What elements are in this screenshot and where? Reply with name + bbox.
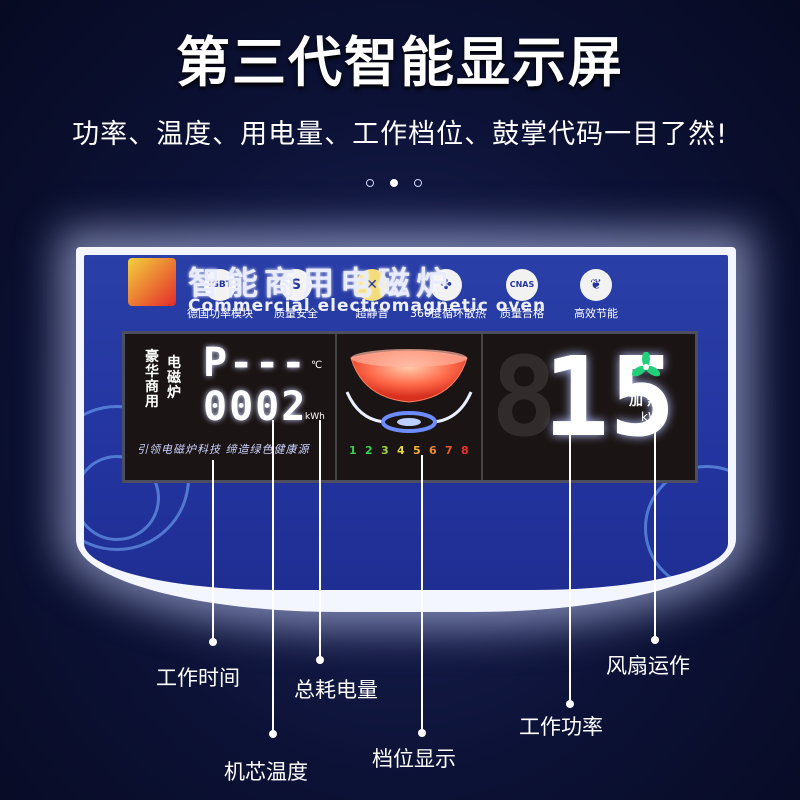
gear-level: 4	[397, 444, 405, 457]
gear-level: 6	[429, 444, 437, 457]
control-panel: IGBT 德国功率模块 S 质量安全 ✕ 超静音 ✤ 360度循环散热 CNAS…	[76, 247, 736, 612]
badge-label: 质量合格	[500, 307, 544, 320]
feature-badges: IGBT 德国功率模块 S 质量安全 ✕ 超静音 ✤ 360度循环散热 CNAS…	[184, 269, 624, 329]
decor-swirl	[644, 465, 728, 590]
inactive-digit: 8	[491, 333, 558, 461]
callout-line	[319, 420, 321, 660]
badge-quality: CNAS 质量合格	[486, 269, 558, 321]
callout-dot	[566, 700, 574, 708]
callout-work-time: 工作时间	[156, 666, 240, 690]
badge-quiet: ✕ 超静音	[336, 269, 408, 321]
temperature-readout: P---	[203, 340, 308, 386]
vertical-label: 豪华商用	[145, 349, 159, 410]
callout-line	[569, 430, 571, 704]
vertical-label: 电磁炉	[167, 355, 181, 401]
carousel-indicator[interactable]	[366, 179, 436, 189]
callout-gear-display: 档位显示	[372, 747, 456, 771]
gear-level: 2	[365, 444, 373, 457]
power-unit: kW	[641, 410, 660, 424]
temperature-unit: ℃	[311, 360, 323, 371]
gear-level: 1	[349, 444, 357, 457]
wok-burner-icon	[345, 349, 473, 433]
leaf-energy-icon: ❦	[580, 269, 612, 301]
page-subtitle: 功率、温度、用电量、工作档位、鼓掌代码一目了然!	[72, 119, 728, 150]
lcd-middle-zone: 1 2 3 4 5 6 7 8	[337, 334, 483, 480]
badge-igbt: IGBT 德国功率模块	[184, 269, 256, 321]
mute-speaker-icon: ✕	[356, 269, 388, 301]
callout-line	[212, 460, 214, 642]
gear-level: 3	[381, 444, 389, 457]
badge-label: 超静音	[355, 307, 389, 320]
brand-logo	[128, 258, 176, 306]
page-title: 第三代智能显示屏	[176, 30, 624, 94]
gear-level: 7	[445, 444, 453, 457]
gear-level: 5	[413, 444, 421, 457]
cnas-cert-icon: CNAS	[506, 269, 538, 301]
energy-unit: kWh	[305, 412, 325, 422]
power-mode-label: 加热	[629, 393, 665, 409]
callout-total-energy: 总耗电量	[294, 678, 378, 702]
badge-label: 质量安全	[274, 307, 318, 320]
gear-level: 8	[461, 444, 469, 457]
carousel-dot-active[interactable]	[390, 179, 398, 187]
callout-line	[272, 420, 274, 734]
safety-shield-icon: S	[280, 269, 312, 301]
callout-dot	[418, 729, 426, 737]
callout-fan-operation: 风扇运作	[606, 654, 690, 678]
callout-work-power: 工作功率	[519, 715, 603, 739]
lcd-left-zone: 豪华商用 电磁炉 P--- ℃ 0002 kWh 引领电磁炉科技 缔造绿色健康源	[125, 334, 337, 480]
badge-label: 360度循环散热	[410, 307, 486, 320]
carousel-dot[interactable]	[366, 179, 374, 187]
fan-icon: ✤	[430, 269, 462, 301]
fan-running-icon	[631, 352, 661, 377]
brand-name-en: Commercial electromagnetic oven	[188, 296, 547, 316]
igbt-chip-icon: IGBT	[204, 269, 236, 301]
carousel-dot[interactable]	[414, 179, 422, 187]
callout-dot	[316, 656, 324, 664]
power-readout: 15	[543, 333, 676, 461]
badge-cooling: ✤ 360度循环散热	[410, 269, 486, 321]
badge-label: 高效节能	[574, 307, 618, 320]
brand-name-cn: 智能商用电磁炉	[188, 264, 455, 302]
callout-line	[654, 400, 656, 640]
callout-dot	[209, 638, 217, 646]
badge-safety: S 质量安全	[260, 269, 332, 321]
energy-readout: 0002	[203, 384, 308, 430]
callout-dot	[269, 730, 277, 738]
badge-label: 德国功率模块	[187, 307, 253, 320]
lcd-display: 豪华商用 电磁炉 P--- ℃ 0002 kWh 引领电磁炉科技 缔造绿色健康源	[122, 331, 698, 483]
badge-efficiency: ❦ 高效节能	[560, 269, 632, 321]
lcd-right-zone: 8 15 加热 kW	[483, 334, 693, 480]
callout-core-temperature: 机芯温度	[224, 760, 308, 784]
callout-line	[421, 455, 423, 733]
callout-dot	[651, 636, 659, 644]
panel-face: IGBT 德国功率模块 S 质量安全 ✕ 超静音 ✤ 360度循环散热 CNAS…	[84, 255, 728, 590]
display-slogan: 引领电磁炉科技 缔造绿色健康源	[137, 443, 310, 456]
